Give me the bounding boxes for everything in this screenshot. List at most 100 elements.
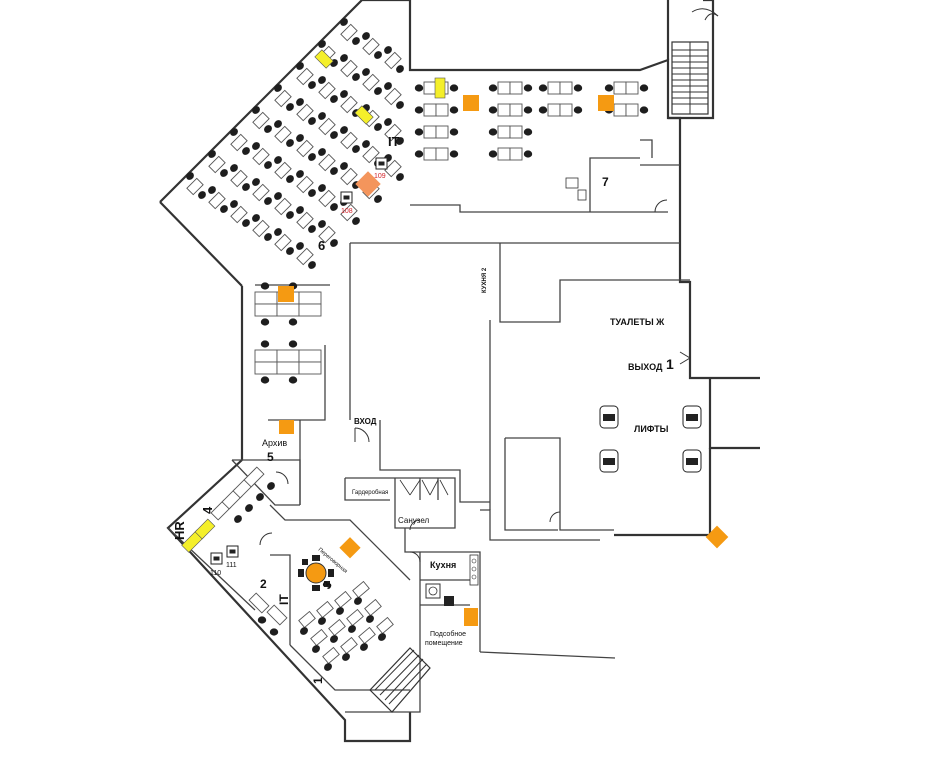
chair — [639, 84, 649, 92]
marker-orange — [464, 608, 478, 626]
desk — [362, 73, 380, 92]
chair — [274, 192, 282, 200]
chair — [384, 46, 392, 54]
desk — [423, 103, 437, 117]
desk — [509, 125, 523, 139]
chair — [330, 203, 338, 211]
chair — [308, 153, 316, 161]
label-zone-4: 4 — [200, 506, 215, 514]
desk — [296, 103, 314, 122]
chair — [252, 178, 260, 186]
printer-icon — [340, 191, 353, 204]
chair — [396, 173, 404, 181]
label-entrance: ВХОД — [354, 417, 377, 426]
chair — [523, 128, 533, 136]
marker-orange — [463, 95, 479, 111]
staircase-top — [671, 8, 719, 115]
desk — [423, 125, 437, 139]
chair — [340, 90, 348, 98]
room-labels: IT 6 7 КУХНЯ 2 ТУАЛЕТЫ Ж ВЫХОД 1 ЛИФТЫ В… — [172, 134, 674, 684]
desk — [625, 81, 639, 95]
chair — [318, 112, 326, 120]
chair — [267, 482, 275, 490]
chair — [286, 247, 294, 255]
desk — [318, 117, 336, 136]
desk — [328, 618, 346, 637]
desk — [352, 580, 370, 599]
chair — [312, 645, 320, 653]
marker-yellow — [314, 49, 334, 69]
chair — [352, 73, 360, 81]
chair — [286, 103, 294, 111]
chair — [242, 219, 250, 227]
elevator-symbol — [686, 414, 698, 421]
marker-yellow — [194, 518, 216, 540]
desk — [559, 81, 573, 95]
chair — [256, 493, 264, 501]
desk — [435, 103, 449, 117]
desk — [316, 600, 334, 619]
desk — [254, 361, 278, 375]
chair — [414, 150, 424, 158]
label-utility-room-line1: Подсобное — [430, 630, 466, 638]
desk — [362, 145, 380, 164]
chair — [308, 81, 316, 89]
chair — [340, 162, 348, 170]
chair — [538, 84, 548, 92]
wc-fixtures — [399, 177, 587, 496]
chair — [242, 183, 250, 191]
desk — [298, 303, 322, 317]
chair — [186, 172, 194, 180]
label-zone-5: 5 — [267, 450, 274, 464]
desk — [435, 125, 449, 139]
chair — [260, 282, 270, 290]
label-printer-108: 108 — [341, 208, 353, 215]
desk — [547, 81, 561, 95]
chair — [288, 318, 298, 326]
chair — [449, 128, 459, 136]
elevator-symbol — [603, 458, 615, 465]
desk — [296, 247, 314, 266]
desk — [298, 349, 322, 363]
desk — [276, 361, 300, 375]
chair — [220, 169, 228, 177]
chair — [342, 653, 350, 661]
chair — [396, 137, 404, 145]
chair — [573, 84, 583, 92]
label-hr: HR — [172, 521, 187, 540]
label-toilets: ТУАЛЕТЫ Ж — [610, 317, 665, 327]
desk — [384, 51, 402, 70]
chair — [296, 98, 304, 106]
chair — [374, 195, 382, 203]
label-zone-7: 7 — [602, 175, 609, 189]
desk — [274, 197, 292, 216]
desk — [296, 139, 314, 158]
chair — [296, 62, 304, 70]
chair — [260, 318, 270, 326]
desk — [252, 183, 270, 202]
printer-icon — [210, 552, 223, 565]
chair — [296, 242, 304, 250]
desk — [340, 95, 358, 114]
desk — [340, 636, 358, 655]
desk — [230, 205, 248, 224]
chair — [573, 106, 583, 114]
marker-orange — [705, 525, 729, 549]
desk — [298, 291, 322, 305]
label-exit-number: 1 — [666, 356, 674, 372]
elevator-symbol — [603, 414, 615, 421]
chair — [318, 220, 326, 228]
label-cloakroom: Гардеробная — [352, 490, 388, 496]
desk — [384, 87, 402, 106]
desk — [274, 125, 292, 144]
desk — [376, 616, 394, 635]
desk-cluster-top-it — [414, 81, 649, 161]
chair — [538, 106, 548, 114]
label-zone-2: 2 — [260, 577, 267, 591]
chair — [384, 118, 392, 126]
desk — [298, 361, 322, 375]
chair — [286, 139, 294, 147]
chair — [274, 228, 282, 236]
chair — [208, 150, 216, 158]
label-archive: Архив — [262, 438, 287, 448]
